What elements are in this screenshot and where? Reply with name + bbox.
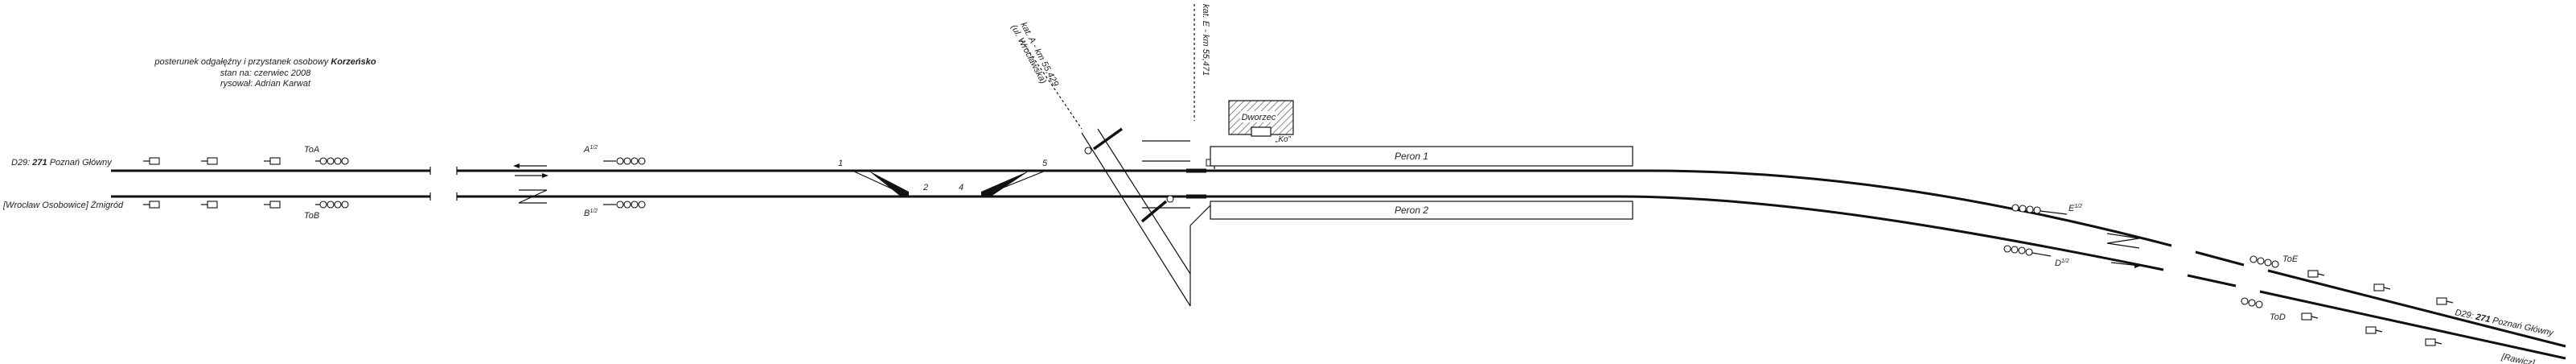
right-lower-label: [Rawicz] (2500, 352, 2536, 364)
signal-toB (315, 201, 349, 209)
switch-5: 5 (1042, 159, 1048, 168)
right-upper-label: D29: 271 Poznań Główny (2454, 308, 2555, 338)
switch-2: 2 (922, 183, 928, 192)
signal-post-2 (201, 157, 218, 209)
toB-label: ToB (304, 211, 319, 221)
toE-label: ToE (2282, 254, 2299, 264)
upper-track-seg (2195, 250, 2245, 267)
ticket-office-label: „Ko” (1275, 135, 1292, 144)
signal-toE (2249, 255, 2279, 268)
station-building-label: Dworzec (1242, 113, 1276, 122)
lower-track-seg (2187, 274, 2237, 287)
crossing-right-label: kat. E - km 55,471 (1201, 4, 1210, 76)
signal-toD (2241, 297, 2263, 308)
signal-D-label: D1/2 (2055, 259, 2069, 268)
signal-B-label: B1/2 (584, 209, 598, 218)
left-signals: ToA ToB (143, 145, 349, 221)
left-upper-label: D29: 271 Poznań Główny (11, 158, 113, 168)
left-lower-label: [Wrocław Osobowice] Żmigród (2, 201, 124, 210)
lower-track-curve (1616, 195, 2164, 271)
right-signals: E1/2 D1/2 ToE ToD (2003, 204, 2454, 346)
header-line2: stan na: czerwiec 2008 (220, 68, 311, 78)
signal-D (2003, 245, 2052, 257)
crossovers: 1 2 4 5 (838, 159, 1048, 197)
platform-1-label: Peron 1 (1395, 151, 1428, 162)
platforms: Peron 1 Peron 2 (1210, 146, 1633, 220)
header: posterunek odgałęźny i przystanek osobow… (154, 57, 376, 89)
lower-track-end (2259, 290, 2566, 360)
level-crossings: kat. A - km 55,429 (ul. Wrocławska) kat.… (1009, 4, 1215, 307)
main-tracks (111, 167, 2566, 360)
signal-E-label: E1/2 (2069, 204, 2082, 213)
direction-markers (513, 163, 548, 204)
upper-track-curve (1648, 169, 2172, 247)
station-building: Dworzec „Ko” (1206, 100, 1294, 169)
header-line3: rysował: Adrian Karwat (220, 79, 311, 89)
switch-wedge-1 (869, 171, 909, 196)
signal-E (2011, 204, 2068, 215)
platform-2-label: Peron 2 (1395, 205, 1428, 216)
crossing-road-left (1081, 132, 1191, 307)
upper-track-end (2267, 269, 2566, 348)
header-line1: posterunek odgałęźny i przystanek osobow… (154, 57, 376, 67)
platform-1 (1210, 146, 1633, 167)
platform-2 (1210, 201, 1633, 220)
switch-4: 4 (959, 183, 963, 192)
signal-toA (315, 157, 349, 165)
signal-A-label: A1/2 (583, 145, 598, 155)
entry-signals: A1/2 B1/2 (583, 145, 646, 218)
switch-wedge-4 (981, 171, 1029, 196)
switch-1: 1 (838, 159, 843, 168)
toD-label: ToD (2270, 312, 2286, 322)
toA-label: ToA (304, 145, 319, 155)
signal-post-3 (264, 157, 281, 209)
crossing-road-left-2 (1097, 128, 1191, 275)
signal-post-1 (143, 157, 160, 209)
